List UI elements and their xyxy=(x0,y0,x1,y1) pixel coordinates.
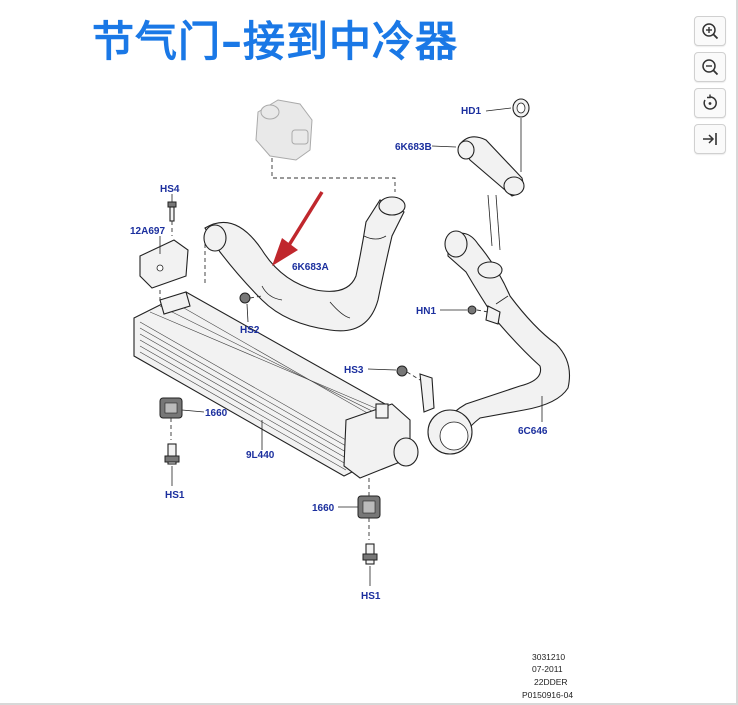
red-arrow-pointer xyxy=(272,191,324,266)
hs1-left-bolt-drawing xyxy=(164,443,180,465)
zoom-out-icon xyxy=(702,59,719,76)
hs2-bolt-drawing xyxy=(239,292,251,304)
label-hs2: HS2 xyxy=(240,325,260,336)
hose-6k683a-drawing xyxy=(203,196,406,332)
throttle-body-drawing xyxy=(255,99,313,161)
hose-6c646-drawing xyxy=(427,230,571,455)
label-1660-bottom: 1660 xyxy=(312,503,335,514)
label-6k683a: 6K683A xyxy=(292,262,329,273)
label-hs1-left: HS1 xyxy=(165,490,185,501)
footer-line-3: 22DDER xyxy=(534,677,568,687)
label-hn1: HN1 xyxy=(416,306,436,317)
rotate-icon xyxy=(703,94,717,110)
page-title: 节气门–接到中冷器 xyxy=(92,17,459,66)
label-6k683b: 6K683B xyxy=(395,142,432,153)
hs4-screw-drawing xyxy=(167,201,177,222)
label-6c646: 6C646 xyxy=(518,426,548,437)
footer-line-2: 07-2011 xyxy=(532,664,563,674)
label-12a697: 12A697 xyxy=(130,226,165,237)
hd1-clamp-drawing xyxy=(512,98,530,118)
label-9l440: 9L440 xyxy=(246,450,275,461)
mount-1660-bottom-drawing xyxy=(357,495,381,519)
hn1-nut-drawing xyxy=(467,305,477,315)
footer-line-1: 3031210 xyxy=(532,652,565,662)
label-hs3: HS3 xyxy=(344,365,364,376)
label-hd1: HD1 xyxy=(461,106,481,117)
label-hs1-bottom: HS1 xyxy=(361,591,381,602)
zoom-out-button[interactable] xyxy=(694,52,726,82)
bracket-12a697-drawing xyxy=(139,239,189,289)
hs1-bottom-bolt-drawing xyxy=(362,543,378,565)
arrow-to-right-icon xyxy=(703,133,717,145)
rotate-button[interactable] xyxy=(694,88,726,118)
next-button[interactable] xyxy=(694,124,726,154)
hs3-bolt-drawing xyxy=(396,365,435,413)
mount-1660-left-drawing xyxy=(159,397,183,419)
hose-6k683b-drawing xyxy=(457,136,525,197)
label-1660-left: 1660 xyxy=(205,408,228,419)
viewer-toolbar xyxy=(694,16,728,160)
zoom-in-button[interactable] xyxy=(694,16,726,46)
footer-line-4: P0150916-04 xyxy=(522,690,573,700)
zoom-in-icon xyxy=(702,23,719,40)
intercooler-9l440-drawing xyxy=(133,291,419,479)
label-hs4: HS4 xyxy=(160,184,180,195)
